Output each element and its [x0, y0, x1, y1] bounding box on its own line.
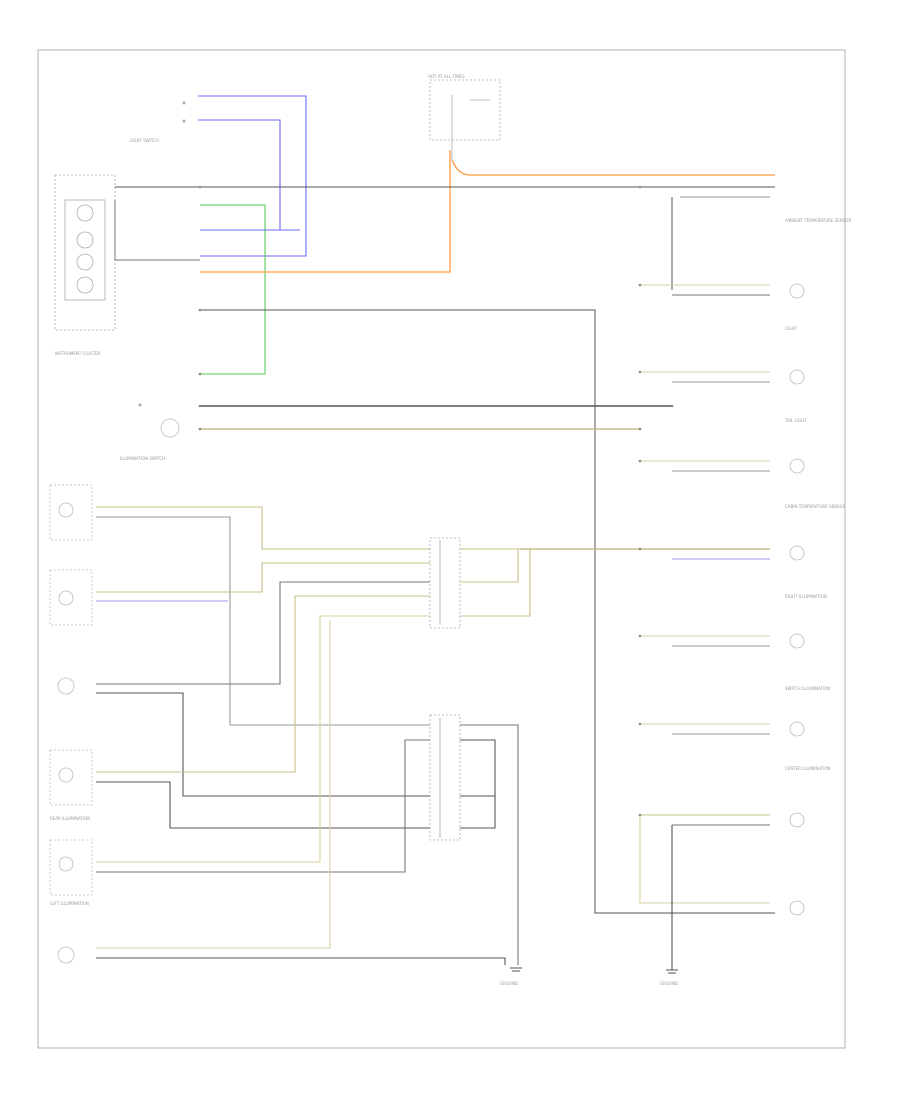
dimmer-wires [200, 405, 672, 430]
cluster-wires [114, 186, 775, 914]
ground-right [510, 967, 522, 972]
instrument-cluster [54, 174, 116, 331]
center-connector-lower [429, 714, 461, 841]
right-component-symbols [789, 283, 805, 916]
label-illumination-dimmer: ILLUMINATION SWITCH [120, 456, 165, 461]
left-component-symbols [49, 484, 93, 964]
right-component-rows [520, 284, 770, 970]
label-instrument-cluster: INSTRUMENT CLUSTER [55, 351, 101, 356]
label-ground-left: GROUND [660, 981, 678, 986]
label-rear-illumination: REAR ILLUMINATION [50, 816, 90, 821]
ambient-temp-wires [640, 186, 775, 290]
label-center-illumination: CENTER ILLUMINATION [785, 766, 831, 771]
connector-dots [198, 185, 674, 817]
left-to-center-wires [96, 506, 506, 965]
fuse-block [429, 79, 501, 160]
label-cabin-temp-sensor: CABIN TEMPERATURE SENSOR [785, 504, 846, 509]
label-switch-illumination: SWITCH ILLUMINATION [785, 686, 830, 691]
diagram-border [37, 49, 846, 1049]
illumination-dimmer-switch [138, 403, 180, 438]
label-ambient-temp-sensor: AMBIENT TEMPERATURE SENSOR [785, 218, 851, 223]
orange-feed-wire [451, 159, 775, 176]
label-light-switch: LIGHT SWITCH [130, 138, 159, 143]
light-switch-connectors [182, 101, 186, 123]
center-right-wires [460, 548, 531, 965]
label-hot-at-all-times-fuse: HOT AT ALL TIMES [428, 74, 465, 79]
label-ground-right: GROUND [500, 981, 518, 986]
label-left-illumination: LEFT ILLUMINATION [50, 901, 89, 906]
center-connector-upper [429, 537, 461, 629]
light-switch-wires [198, 95, 451, 375]
ground-left [666, 969, 678, 974]
label-tail-light: TAIL LIGHT [784, 418, 807, 423]
label-light-bulb-1: LIGHT [785, 326, 798, 331]
label-right-illumination: RIGHT ILLUMINATION [785, 594, 827, 599]
